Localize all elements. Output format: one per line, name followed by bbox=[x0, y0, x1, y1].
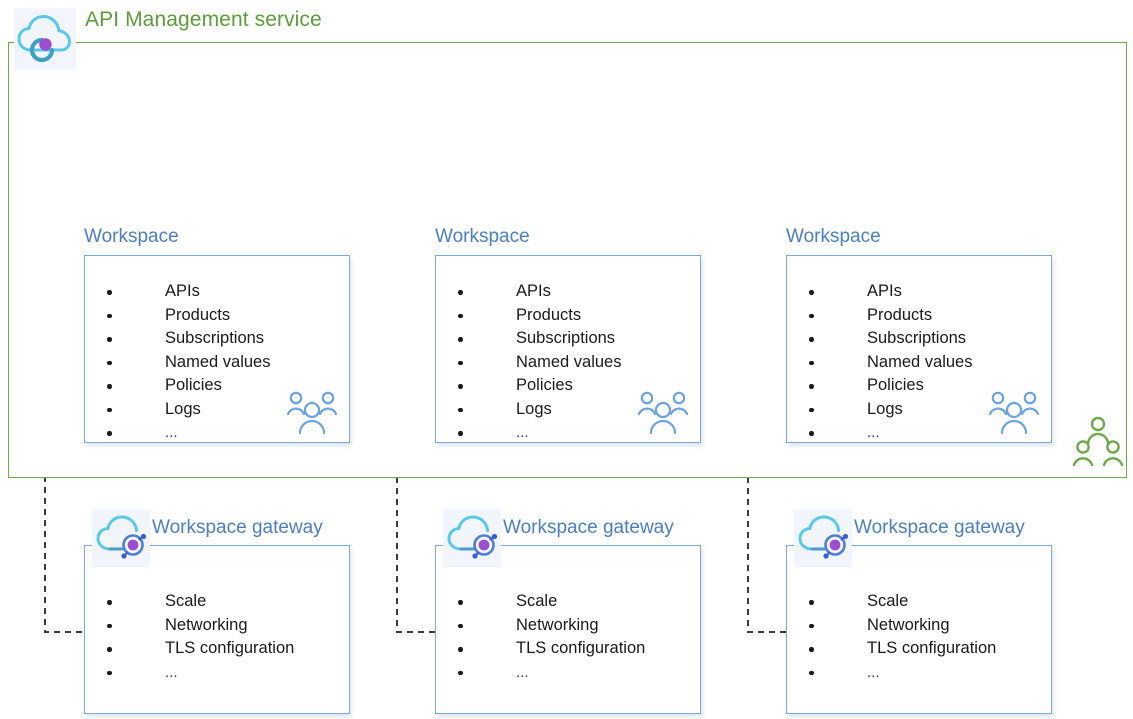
workspace-bullet: APIs bbox=[458, 280, 621, 304]
gateway-box-1[interactable]: Scale Networking TLS configuration ... bbox=[84, 545, 350, 714]
workspace-bullet: APIs bbox=[107, 280, 270, 304]
gateway-bullet: TLS configuration bbox=[809, 637, 996, 661]
gateway-bullet: TLS configuration bbox=[107, 637, 294, 661]
workspace-bullet: Logs bbox=[107, 398, 270, 422]
workspace-bullet: Subscriptions bbox=[107, 327, 270, 351]
gateway-label-2: Workspace gateway bbox=[503, 517, 674, 538]
workspace-label-1: Workspace bbox=[84, 226, 179, 247]
gateway-box-3[interactable]: Scale Networking TLS configuration ... bbox=[786, 545, 1052, 714]
workspace-users-group-icon bbox=[987, 390, 1041, 436]
gateway-bullet: Scale bbox=[809, 590, 996, 614]
gateway-bullet: Scale bbox=[458, 590, 645, 614]
workspace-users-group-icon bbox=[636, 390, 690, 436]
gateway-bullet: Networking bbox=[107, 614, 294, 638]
workspace-label-2: Workspace bbox=[435, 226, 530, 247]
api-management-cloud-icon bbox=[14, 8, 76, 70]
workspace-bullet-list-3: APIs Products Subscriptions Named values… bbox=[809, 280, 972, 445]
workspace-gateway-cloud-icon bbox=[92, 509, 150, 567]
workspace-bullet: Products bbox=[107, 304, 270, 328]
workspace-bullet: Subscriptions bbox=[458, 327, 621, 351]
gateway-bullet: ... bbox=[107, 661, 294, 685]
workspace-bullet: Policies bbox=[809, 374, 972, 398]
workspace-bullet: Named values bbox=[458, 351, 621, 375]
workspace-bullet: Logs bbox=[809, 398, 972, 422]
workspace-gateway-cloud-icon bbox=[443, 509, 501, 567]
gateway-bullet: Networking bbox=[458, 614, 645, 638]
workspace-bullet: Policies bbox=[107, 374, 270, 398]
workspace-bullet: ... bbox=[809, 421, 972, 445]
workspace-bullet: Named values bbox=[107, 351, 270, 375]
workspace-bullet: Products bbox=[458, 304, 621, 328]
workspace-bullet: Named values bbox=[809, 351, 972, 375]
workspace-users-group-icon bbox=[285, 390, 339, 436]
gateway-bullet: Scale bbox=[107, 590, 294, 614]
workspace-label-3: Workspace bbox=[786, 226, 881, 247]
workspace-box-3[interactable]: APIs Products Subscriptions Named values… bbox=[786, 255, 1052, 443]
service-users-group-icon bbox=[1072, 414, 1124, 470]
gateway-bullet: Networking bbox=[809, 614, 996, 638]
workspace-bullet-list-2: APIs Products Subscriptions Named values… bbox=[458, 280, 621, 445]
gateway-label-1: Workspace gateway bbox=[152, 517, 323, 538]
gateway-bullet: ... bbox=[809, 661, 996, 685]
workspace-bullet: APIs bbox=[809, 280, 972, 304]
workspace-box-1[interactable]: APIs Products Subscriptions Named values… bbox=[84, 255, 350, 443]
workspace-bullet: ... bbox=[458, 421, 621, 445]
gateway-bullet: ... bbox=[458, 661, 645, 685]
gateway-bullet: TLS configuration bbox=[458, 637, 645, 661]
gateway-label-3: Workspace gateway bbox=[854, 517, 1025, 538]
workspace-bullet: Subscriptions bbox=[809, 327, 972, 351]
workspace-box-2[interactable]: APIs Products Subscriptions Named values… bbox=[435, 255, 701, 443]
service-title: API Management service bbox=[85, 8, 322, 31]
gateway-bullet-list-2: Scale Networking TLS configuration ... bbox=[458, 590, 645, 684]
workspace-bullet-list-1: APIs Products Subscriptions Named values… bbox=[107, 280, 270, 445]
workspace-bullet: Products bbox=[809, 304, 972, 328]
workspace-gateway-cloud-icon bbox=[794, 509, 852, 567]
workspace-bullet: Logs bbox=[458, 398, 621, 422]
gateway-bullet-list-3: Scale Networking TLS configuration ... bbox=[809, 590, 996, 684]
gateway-bullet-list-1: Scale Networking TLS configuration ... bbox=[107, 590, 294, 684]
workspace-bullet: ... bbox=[107, 421, 270, 445]
workspace-bullet: Policies bbox=[458, 374, 621, 398]
gateway-box-2[interactable]: Scale Networking TLS configuration ... bbox=[435, 545, 701, 714]
